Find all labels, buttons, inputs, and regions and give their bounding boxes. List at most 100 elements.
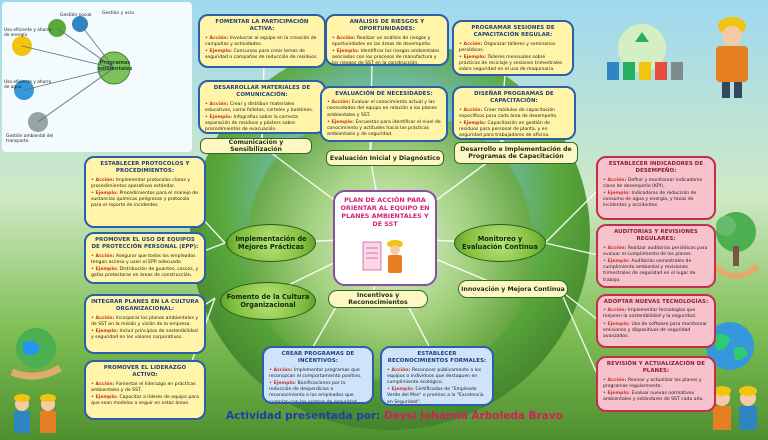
node-evaluacion[interactable]: Evaluación Inicial y Diagnóstico (326, 150, 444, 166)
box-ejemplo: • Ejemplo: Encuestas para identificar el… (327, 119, 441, 138)
keyword-label: • Acción: (91, 253, 115, 259)
box-integrar-cultura: INTEGRAR PLANES EN LA CULTURA ORGANIZACI… (84, 294, 206, 354)
box-accion: • Acción: Involucrar al equipo en la cre… (205, 35, 317, 47)
keyword-label: • Ejemplo: (91, 190, 119, 196)
box-title: FOMENTAR LA PARTICIPACIÓN ACTIVA: (215, 19, 309, 33)
box-programar-sesiones: PROGRAMAR SESIONES DE CAPACITACIÓN REGUL… (452, 20, 574, 76)
box-accion: • Acción: Definir y monitorear indicador… (603, 177, 703, 189)
keyword-label: • Acción: (459, 107, 483, 113)
keyword-label: • Acción: (459, 41, 483, 47)
connector-line (559, 289, 599, 321)
box-ejemplo: • Ejemplo: Certificados de "Empleado Ver… (387, 387, 484, 405)
box-title: DISEÑAR PROGRAMAS DE CAPACITACIÓN: (474, 91, 554, 105)
diagram-label-transporte: Gestión ambiental del transporte (6, 134, 54, 144)
box-accion: • Acción: Crear módulos de capacitación … (459, 107, 558, 119)
left-workers-illustration (6, 390, 66, 436)
diagram-label-programas: Programas ambientales (97, 60, 133, 72)
keyword-label: • Ejemplo: (459, 120, 487, 126)
box-accion: • Acción: Crear y distribuir materiales … (205, 101, 314, 113)
box-ejemplo: • Ejemplo: Infografías sobre la correcta… (205, 114, 298, 133)
box-auditorias: AUDITORÍAS Y REVISIONES REGULARES: • Acc… (596, 224, 716, 288)
keyword-label: • Ejemplo: (603, 390, 631, 396)
box-ejemplo: • Ejemplo: Evaluar nuevas normativas amb… (603, 390, 704, 403)
box-reconocimientos-formales: ESTABLECER RECONOCIMIENTOS FORMALES: • A… (380, 346, 494, 406)
connector-line (404, 299, 433, 353)
node-monitoreo[interactable]: Monitoreo y Evaluación Continua (454, 224, 546, 262)
worker-icon (716, 17, 748, 98)
box-title: EVALUACIÓN DE NECESIDADES: (335, 91, 433, 97)
keyword-label: • Ejemplo: (603, 258, 631, 264)
node-comunicacion[interactable]: Comunicación y Sensibilización (200, 138, 312, 154)
node-innovacion[interactable]: Innovación y Mejora Continua (458, 280, 568, 298)
workers-icon (713, 386, 757, 430)
box-ejemplo: • Ejemplo: Capacitar a líderes de equipo… (91, 394, 199, 407)
box-crear-incentivos: CREAR PROGRAMAS DE INCENTIVOS: • Acción:… (262, 346, 374, 404)
box-accion: • Acción: Implementar programas que reco… (269, 367, 362, 379)
box-ejemplo: • Ejemplo: Identificar los riesgos ambie… (332, 48, 440, 66)
tree-icon (711, 212, 761, 279)
node-desarrollo[interactable]: Desarrollo e Implementación de Programas… (454, 142, 578, 164)
box-revision-planes: REVISIÓN Y ACTUALIZACIÓN DE PLANES: • Ac… (596, 356, 716, 412)
box-ejemplo: • Ejemplo: Uso de software para monitore… (603, 321, 708, 340)
box-title: ESTABLECER INDICADORES DE DESEMPEÑO: (608, 161, 704, 175)
diagram-label-energia: Uso eficiente y ahorro de energía (4, 28, 52, 38)
box-ejemplo: • Ejemplo: Incluir principios de sosteni… (91, 328, 198, 341)
node-fomento[interactable]: Fomento de la Cultura Organizacional (220, 282, 316, 320)
programs-diagram-icon (12, 16, 131, 132)
box-ejemplo: • Ejemplo: Procedimientos para el manejo… (91, 190, 199, 209)
node-implementacion[interactable]: Implementación de Mejores Prácticas (226, 224, 316, 262)
left-workers-icon (14, 394, 56, 433)
connector-line (544, 242, 599, 256)
keyword-label: • Acción: (205, 35, 229, 41)
box-ejemplo: • Ejemplo: Talleres mensuales sobre prác… (459, 54, 563, 73)
keyword-label: • Ejemplo: (459, 54, 487, 60)
box-ejemplo: • Ejemplo: Bonificaciones por la reducci… (269, 380, 359, 404)
box-accion: • Acción: Realizar un análisis de riesgo… (332, 35, 432, 47)
keyword-label: • Acción: (387, 367, 411, 373)
box-ejemplo: • Ejemplo: Capacitación en gestión de re… (459, 120, 550, 139)
box-protocolos: ESTABLECER PROTOCOLOS Y PROCEDIMIENTOS: … (84, 156, 206, 228)
keyword-label: • Acción: (91, 177, 115, 183)
workers-group-illustration (704, 380, 766, 436)
box-liderazgo: PROMOVER EL LIDERAZGO ACTIVO: • Acción: … (84, 360, 206, 420)
box-evaluacion-necesidades: EVALUACIÓN DE NECESIDADES: • Acción: Eva… (320, 86, 448, 142)
keyword-label: • Acción: (205, 101, 229, 107)
box-title: INTEGRAR PLANES EN LA CULTURA ORGANIZACI… (91, 299, 199, 313)
diagram-label-gestion-ocio: Gestión y ocio (102, 11, 134, 16)
box-title: PROMOVER EL USO DE EQUIPOS DE PROTECCIÓN… (91, 237, 199, 251)
connector-line (309, 299, 341, 353)
node-incentivos[interactable]: Incentivos y Reconocimientos (328, 290, 428, 308)
keyword-label: • Ejemplo: (205, 114, 233, 120)
connector-line (559, 289, 599, 377)
keyword-label: • Acción: (603, 377, 627, 383)
box-title: ESTABLECER PROTOCOLOS Y PROCEDIMIENTOS: (100, 161, 190, 175)
box-indicadores: ESTABLECER INDICADORES DE DESEMPEÑO: • A… (596, 156, 716, 220)
box-accion: • Acción: Revisar y actualizar los plane… (603, 377, 702, 389)
box-accion: • Acción: Implementar tecnologías que me… (603, 308, 697, 320)
box-disenar-programas: DISEÑAR PROGRAMAS DE CAPACITACIÓN: • Acc… (452, 86, 576, 140)
central-topic: PLAN DE ACCIÓN PARA ORIENTAR AL EQUIPO E… (333, 190, 437, 286)
box-promover-epp: PROMOVER EL USO DE EQUIPOS DE PROTECCIÓN… (84, 232, 206, 284)
box-desarrollar-materiales: DESARROLLAR MATERIALES DE COMUNICACIÓN: … (198, 80, 326, 134)
signature-name: Deysi Johanna Arboleda Bravo (383, 410, 563, 422)
box-title: ANÁLISIS DE RIESGOS Y OPORTUNIDADES: (349, 19, 425, 33)
signature-prefix: Actividad presentada por: (226, 410, 384, 422)
earth-illustration (700, 318, 760, 374)
box-accion: • Acción: Organizar talleres y seminario… (459, 41, 556, 53)
diagram-label-agua: Uso eficiente y ahorro de agua (4, 80, 52, 90)
keyword-label: • Ejemplo: (269, 380, 297, 386)
box-title: ESTABLECER RECONOCIMIENTOS FORMALES: (387, 351, 487, 365)
box-accion: • Acción: Reconocer públicamente a los e… (387, 367, 482, 385)
box-fomentar-participacion: FOMENTAR LA PARTICIPACIÓN ACTIVA: • Acci… (198, 14, 326, 68)
box-accion: • Acción: Evaluar el conocimiento actual… (327, 100, 437, 118)
keyword-label: • Acción: (269, 367, 293, 373)
box-accion: • Acción: Incorporar los planes ambienta… (91, 315, 199, 327)
keyword-label: • Ejemplo: (91, 394, 119, 400)
box-accion: • Acción: Implementar protocolos claros … (91, 177, 191, 189)
author-signature: Actividad presentada por: Deysi Johanna … (226, 410, 563, 422)
keyword-label: • Ejemplo: (387, 387, 415, 393)
keyword-label: • Ejemplo: (205, 48, 233, 54)
connector-line (544, 189, 599, 244)
keyword-label: • Ejemplo: (91, 328, 119, 334)
